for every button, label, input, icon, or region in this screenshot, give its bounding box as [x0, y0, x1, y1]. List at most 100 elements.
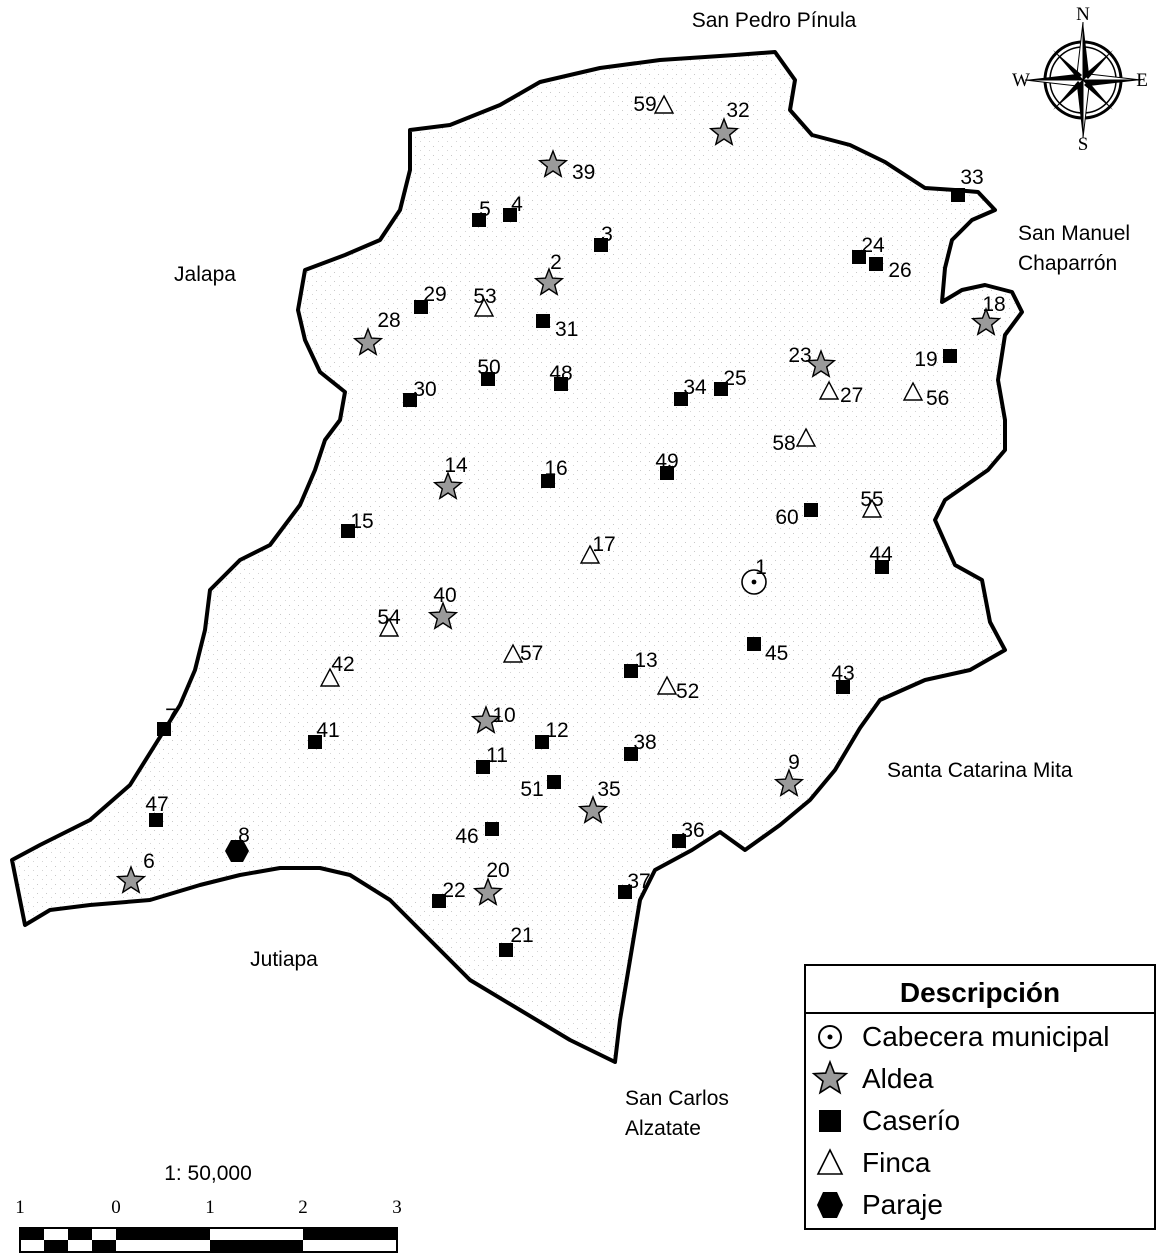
legend-label-caserio: Caserío [862, 1105, 961, 1136]
location-label-33: 33 [960, 166, 983, 189]
scale-tick-3: 1 [205, 1197, 215, 1218]
legend-label-aldea: Aldea [862, 1063, 934, 1094]
location-label-50: 50 [477, 356, 500, 379]
location-label-47: 47 [145, 793, 168, 816]
location-label-43: 43 [831, 662, 854, 685]
location-label-46: 46 [455, 825, 478, 848]
compass-e-label: E [1136, 70, 1148, 91]
marker-caserio-3 [594, 238, 608, 252]
location-label-48: 48 [549, 362, 572, 385]
marker-caserio-31 [536, 314, 550, 328]
marker-aldea-10 [470, 705, 502, 734]
marker-finca-27 [818, 380, 840, 400]
marker-caserio-7 [157, 722, 171, 736]
marker-aldea-14 [432, 471, 464, 500]
marker-finca-53 [473, 297, 495, 317]
location-label-13: 13 [634, 649, 657, 672]
location-label-27: 27 [840, 384, 863, 407]
finca-triangle-icon [816, 1148, 844, 1175]
marker-finca-17 [579, 544, 601, 564]
marker-caserio-29 [414, 300, 428, 314]
marker-aldea-23 [805, 349, 837, 378]
place-label-east-2: Chaparrón [1018, 252, 1117, 275]
marker-caserio-34 [674, 392, 688, 406]
marker-caserio-49 [660, 466, 674, 480]
location-label-20: 20 [486, 859, 509, 882]
location-label-11: 11 [486, 744, 508, 767]
marker-aldea-20 [472, 877, 504, 906]
caserio-square-icon [819, 1110, 841, 1132]
scale-bar [19, 1227, 398, 1253]
location-label-25: 25 [723, 367, 746, 390]
marker-aldea-2 [533, 267, 565, 296]
map-legend: Descripción Cabecera municipal Aldea Cas… [804, 964, 1156, 1230]
location-label-9: 9 [788, 751, 800, 774]
location-label-35: 35 [597, 778, 620, 801]
marker-finca-54 [378, 617, 400, 637]
location-label-6: 6 [143, 850, 155, 873]
place-label-west: Jalapa [174, 263, 236, 286]
location-label-1: 1 [755, 556, 767, 579]
marker-finca-55 [861, 498, 883, 518]
location-label-52: 52 [676, 680, 699, 703]
location-label-16: 16 [544, 457, 567, 480]
aldea-star-icon [811, 1059, 849, 1095]
location-label-31: 31 [555, 318, 578, 341]
marker-caserio-60 [804, 503, 818, 517]
marker-caserio-36 [672, 834, 686, 848]
scale-ratio: 1: 50,000 [164, 1162, 252, 1185]
marker-caserio-11 [476, 760, 490, 774]
location-label-23: 23 [788, 344, 811, 367]
place-label-north: San Pedro Pínula [692, 9, 857, 32]
marker-caserio-37 [618, 885, 632, 899]
location-label-44: 44 [869, 543, 893, 566]
compass-n-label: N [1076, 4, 1090, 25]
location-label-58: 58 [772, 432, 795, 455]
location-label-2: 2 [550, 251, 562, 274]
location-label-38: 38 [633, 731, 656, 754]
location-label-36: 36 [681, 819, 704, 842]
marker-paraje-8 [225, 840, 249, 862]
marker-caserio-43 [836, 680, 850, 694]
location-label-51: 51 [520, 778, 543, 801]
location-label-15: 15 [350, 510, 373, 533]
location-label-24: 24 [861, 234, 885, 257]
place-label-south-1: San Carlos [625, 1087, 729, 1110]
legend-label-paraje: Paraje [862, 1189, 943, 1220]
legend-label-finca: Finca [862, 1147, 931, 1178]
marker-caserio-16 [541, 474, 555, 488]
scale-tick-2: 0 [111, 1197, 121, 1218]
location-label-17: 17 [592, 533, 615, 556]
marker-aldea-28 [352, 327, 384, 356]
marker-finca-42 [319, 667, 341, 687]
marker-caserio-15 [341, 524, 355, 538]
marker-caserio-48 [554, 377, 568, 391]
legend-item-aldea: Aldea [806, 1058, 934, 1100]
location-label-40: 40 [433, 584, 456, 607]
location-label-10: 10 [492, 704, 515, 727]
place-label-southwest: Jutiapa [250, 948, 318, 971]
marker-caserio-45 [747, 637, 761, 651]
location-label-42: 42 [331, 653, 354, 676]
location-label-7: 7 [165, 705, 177, 728]
marker-caserio-24 [852, 250, 866, 264]
location-label-54: 54 [377, 606, 401, 629]
location-label-49: 49 [655, 450, 678, 473]
legend-title: Descripción [806, 966, 1154, 1014]
marker-caserio-46 [485, 822, 499, 836]
place-label-southeast: Santa Catarina Mita [887, 759, 1073, 782]
marker-aldea-35 [577, 795, 609, 824]
marker-caserio-41 [308, 735, 322, 749]
location-label-41: 41 [316, 719, 339, 742]
location-label-39: 39 [572, 161, 595, 184]
place-label-south-2: Alzatate [625, 1117, 701, 1140]
marker-finca-57 [502, 643, 524, 663]
marker-cabecera-1 [741, 569, 767, 595]
location-label-26: 26 [888, 259, 911, 282]
location-label-14: 14 [444, 454, 468, 477]
location-label-22: 22 [442, 879, 465, 902]
marker-caserio-25 [714, 382, 728, 396]
marker-caserio-22 [432, 894, 446, 908]
location-label-18: 18 [982, 293, 1005, 316]
